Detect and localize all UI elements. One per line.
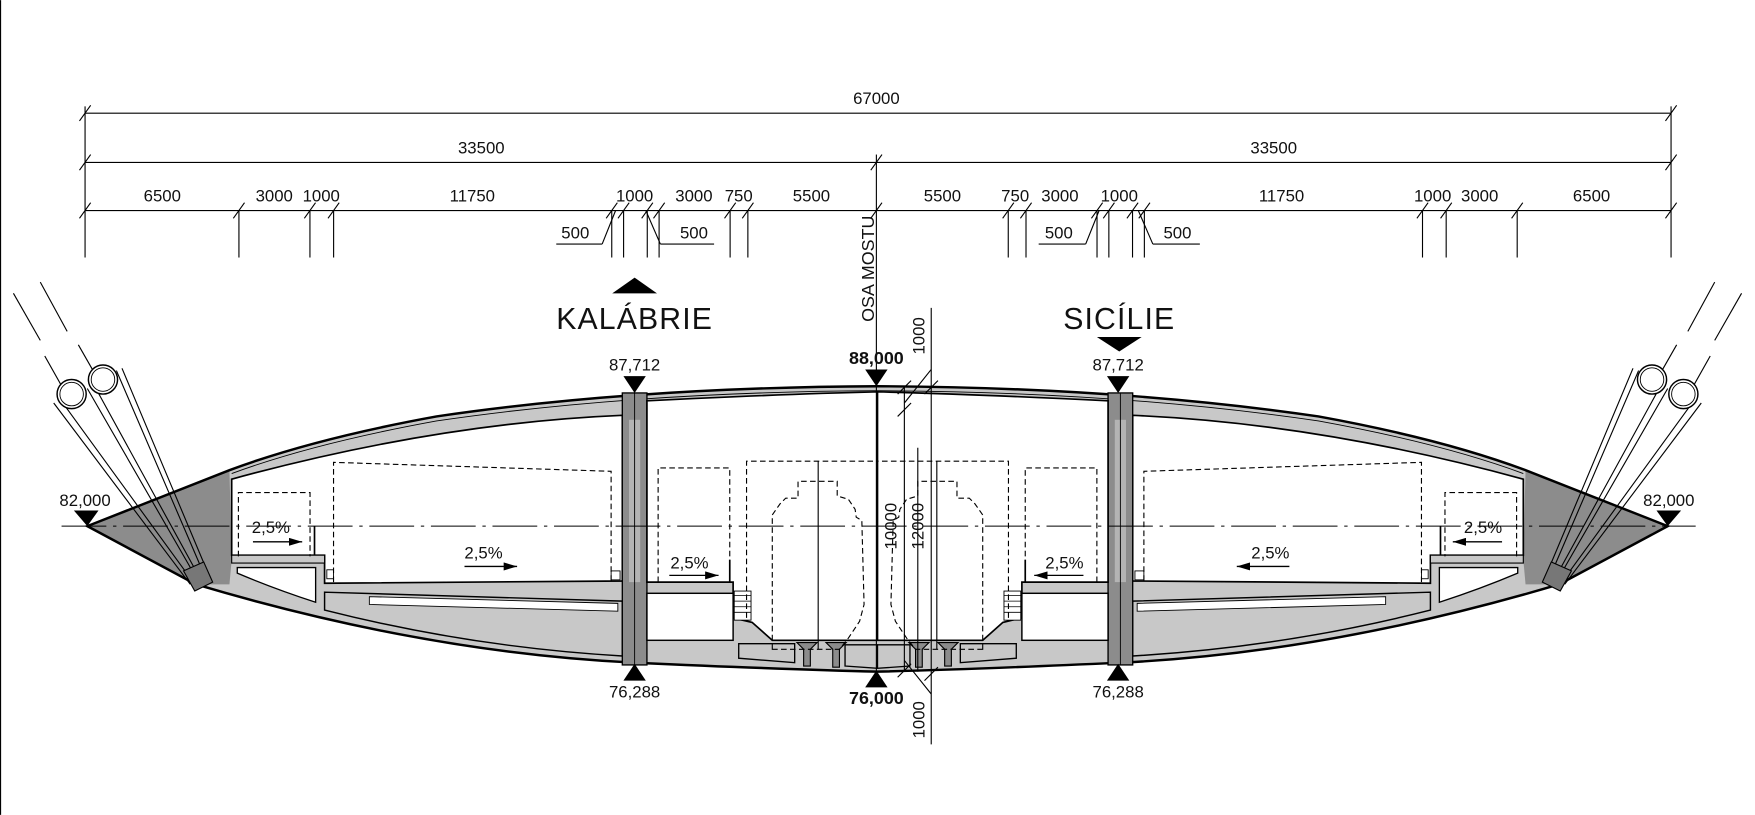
deck-right-half [876, 280, 1743, 673]
dim-label: 1000 [1101, 187, 1138, 206]
dim-row-right: 5500 750 3000 1000 11750 1000 3000 6500 … [924, 187, 1610, 243]
dimension-tick [870, 202, 883, 219]
direction-label-left: KALÁBRIE [556, 303, 713, 336]
elevation-triangle-icon [73, 510, 99, 527]
leader-line [645, 210, 661, 245]
elevation-triangle-icon [623, 376, 646, 393]
dim-label: 11750 [450, 187, 495, 206]
slope-label: 2,5% [252, 518, 290, 537]
slope-indicators: 2,5% 2,5% 2,5% 2,5% 2,5% 2,5% [252, 518, 1502, 580]
dim-half-right: 33500 [1250, 138, 1297, 157]
elevation-bottom-right-web: 76,288 [1093, 682, 1144, 701]
elevation-triangle-icon [623, 663, 646, 681]
elevation-bottom-center: 76,000 [849, 688, 904, 708]
elevation-top-left-web: 87,712 [609, 356, 660, 375]
leader-line [1137, 210, 1154, 245]
leader-line [1085, 210, 1100, 245]
slope-label: 2,5% [464, 544, 502, 563]
dim-leader-label: 500 [561, 223, 589, 242]
dim-label: 5500 [924, 187, 961, 206]
dim-row-left: 6500 3000 1000 11750 1000 3000 750 5500 … [144, 187, 830, 243]
dim-label: 3000 [1461, 187, 1498, 206]
elevation-triangle-icon [865, 369, 888, 387]
elevation-triangle-icon [1106, 663, 1130, 681]
dim-half-left: 33500 [458, 138, 505, 157]
elevation-markers [73, 369, 1682, 688]
dim-label: 3000 [1041, 187, 1078, 206]
dim-label: 1000 [1414, 187, 1451, 206]
slope-label: 2,5% [1045, 554, 1083, 573]
dim-label: 6500 [1573, 187, 1610, 206]
dim-label: 750 [725, 187, 753, 206]
dim-label: 6500 [144, 187, 181, 206]
leader-line [601, 210, 617, 245]
dim-label: 750 [1001, 187, 1029, 206]
dim-label: 5500 [793, 187, 830, 206]
elevation-right-tip: 82,000 [1643, 491, 1694, 510]
dim-leader-label: 500 [680, 223, 708, 242]
direction-up-triangle-icon [612, 277, 658, 294]
dim-vertical-bottom: 1000 [910, 701, 929, 738]
dimension-lines [79, 104, 1678, 258]
elevation-top-right-web: 87,712 [1093, 356, 1144, 375]
dim-label: 1000 [616, 187, 653, 206]
slope-label: 2,5% [670, 554, 708, 573]
elevation-top-center: 88,000 [849, 348, 904, 368]
dim-vertical-overall: 12000 [908, 503, 927, 550]
direction-down-triangle-icon [1096, 336, 1142, 352]
elevation-bottom-left-web: 76,288 [609, 682, 660, 701]
elevation-triangle-icon [1106, 376, 1130, 393]
dim-label: 3000 [675, 187, 712, 206]
dim-leader-label: 500 [1163, 223, 1191, 242]
dimension-tick [1665, 202, 1678, 219]
direction-label-right: SICÍLIE [1063, 303, 1175, 336]
dim-label: 3000 [256, 187, 293, 206]
dimension-tick [79, 202, 92, 219]
vertical-dim-ticks [897, 369, 939, 695]
dim-vertical-top: 1000 [910, 317, 929, 354]
deck-left-half [12, 280, 879, 673]
dim-vertical-inner: 10000 [882, 503, 901, 550]
slope-label: 2,5% [1251, 544, 1289, 563]
dim-label: 11750 [1259, 187, 1304, 206]
elevation-left-tip: 82,000 [59, 491, 110, 510]
slope-label: 2,5% [1464, 518, 1502, 537]
dim-label: 1000 [303, 187, 340, 206]
elevation-triangle-icon [865, 670, 888, 688]
elevation-triangle-icon [1656, 510, 1682, 527]
dim-leader-label: 500 [1045, 223, 1073, 242]
bridge-axis-label: OSA MOSTU [858, 216, 878, 322]
dim-total: 67000 [853, 89, 900, 108]
